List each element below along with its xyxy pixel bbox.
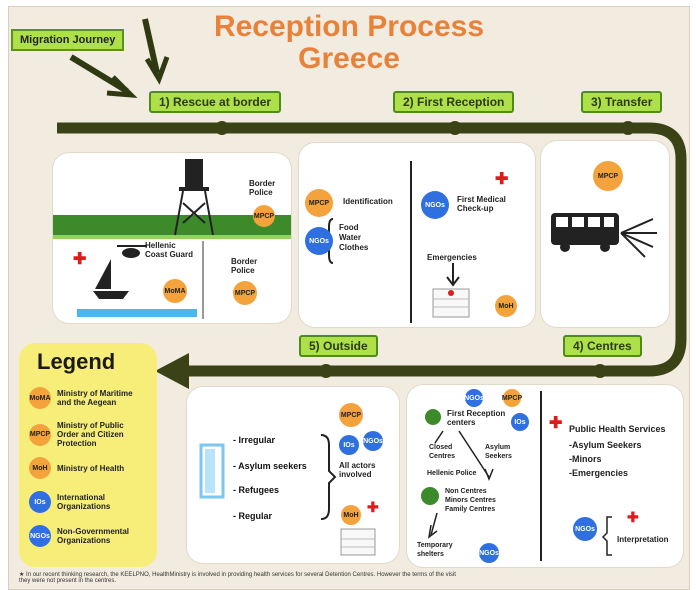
asylum-seekers-label: Asylum Seekers <box>485 444 512 460</box>
journey-track <box>57 18 687 389</box>
moma-badge: MoMA <box>163 279 187 303</box>
mpcp-badge: MPCP <box>502 389 522 407</box>
mpcp-badge-bottom: MPCP <box>233 281 257 305</box>
temporary-shelters-label: Temporary shelters <box>417 542 453 558</box>
stage-5-tag: 5) Outside <box>299 335 378 357</box>
ph-item-asylum: -Asylum Seekers <box>569 440 642 450</box>
coast-guard-label: Hellenic Coast Guard <box>145 241 194 259</box>
coast-scene <box>53 159 291 319</box>
mpcp-badge-top: MPCP <box>253 205 275 227</box>
stage-1-tag: 1) Rescue at border <box>149 91 282 113</box>
outside-item-asylum: - Asylum seekers <box>233 461 307 471</box>
title-line-2: Greece <box>298 42 400 75</box>
red-cross-icon: ✚ <box>367 499 379 515</box>
legend-text-ios: International Organizations <box>57 493 111 511</box>
ph-item-emergencies: -Emergencies <box>569 468 629 478</box>
title-line-1: Reception Process <box>213 10 485 43</box>
stage-4-tag: 4) Centres <box>563 335 642 357</box>
green-badge-centres <box>421 487 439 505</box>
first-reception-centres-label: First Reception centers <box>447 409 506 427</box>
legend-text-ngos: Non-Governmental Organizations <box>57 527 130 545</box>
all-actors-label: All actors involved <box>339 461 376 479</box>
ngos-badge-shelters: NGOs <box>479 543 499 563</box>
food-label: Food <box>339 223 359 232</box>
panel-4-graphics <box>427 391 612 561</box>
panel-outside: - Irregular - Asylum seekers - Refugees … <box>187 387 399 563</box>
footnote: ★ In our recent thinking research, the K… <box>19 572 456 584</box>
interpretation-label: Interpretation <box>617 535 669 544</box>
red-cross-icon: ✚ <box>73 251 87 268</box>
ngos-badge: NGOs <box>363 431 383 451</box>
ios-badge: IOs <box>511 413 529 431</box>
legend-badge-mpcp: MPCP <box>29 423 51 446</box>
legend-text-mpcp: Ministry of Public Order and Citizen Pro… <box>57 421 124 448</box>
panel-rescue-at-border: ✚ Border Police MPCP Hellenic Coast Guar… <box>53 153 291 323</box>
legend-badge-ios: IOs <box>29 491 51 513</box>
legend-badge-ngos: NGOs <box>29 525 51 547</box>
non-centres-label: Non Centres Minors Centres Family Centre… <box>445 488 496 513</box>
ngos-badge-top: NGOs <box>464 389 484 407</box>
ngos-badge: NGOs <box>305 227 333 255</box>
legend-item-ios: IOs International Organizations <box>29 491 137 513</box>
legend-badge-moh: MoH <box>29 457 51 479</box>
panel-first-reception: MPCP Identification NGOs Food Water Clot… <box>299 143 535 327</box>
first-medical-label: First Medical Check-up <box>457 195 506 213</box>
infographic-poster: Reception Process Greece Migration Journ… <box>8 6 690 590</box>
identification-label: Identification <box>343 197 393 206</box>
bus-icon <box>551 213 657 258</box>
mpcp-badge: MPCP <box>593 161 623 191</box>
outside-item-regular: - Regular <box>233 511 273 521</box>
legend-panel: Legend MoMA Ministry of Maritime and the… <box>19 343 157 567</box>
ph-item-minors: -Minors <box>569 454 602 464</box>
red-cross-icon: ✚ <box>549 415 563 432</box>
green-badge-first-reception <box>425 409 441 425</box>
ngos-badge-medical: NGOs <box>421 191 449 219</box>
moh-badge: MoH <box>495 295 517 317</box>
stage-3-tag: 3) Transfer <box>581 91 663 113</box>
clothes-label: Clothes <box>339 243 369 252</box>
legend-badge-moma: MoMA <box>29 387 51 409</box>
legend-item-mpcp: MPCP Ministry of Public Order and Citize… <box>29 421 137 448</box>
panel-transfer: MPCP <box>541 141 669 327</box>
legend-item-ngos: NGOs Non-Governmental Organizations <box>29 525 137 547</box>
mpcp-badge: MPCP <box>339 403 363 427</box>
moh-badge: MoH <box>341 505 361 525</box>
panel-centres: NGOs MPCP First Reception centers IOs Cl… <box>407 385 683 567</box>
panel-5-graphics <box>199 434 376 556</box>
legend-text-moma: Ministry of Maritime and the Aegean <box>57 389 133 407</box>
legend-item-moh: MoH Ministry of Health <box>29 457 137 479</box>
hellenic-police-label: Hellenic Police <box>427 470 477 477</box>
ios-badge: IOs <box>339 435 359 455</box>
legend-title: Legend <box>37 349 116 374</box>
border-police-bottom-label: Border Police <box>231 257 258 275</box>
outside-item-irregular: - Irregular <box>233 435 276 445</box>
emergencies-label: Emergencies <box>427 253 477 262</box>
mpcp-badge: MPCP <box>305 189 333 217</box>
public-health-label: Public Health Services <box>569 424 666 434</box>
migration-journey-label: Migration Journey <box>11 29 125 51</box>
legend-item-moma: MoMA Ministry of Maritime and the Aegean <box>29 387 137 409</box>
poster-title: Reception Process Greece <box>189 11 509 75</box>
closed-centres-label: Closed Centres <box>429 444 456 460</box>
outside-item-refugees: - Refugees <box>233 485 280 495</box>
stage-2-tag: 2) First Reception <box>393 91 515 113</box>
red-cross-icon: ✚ <box>495 171 509 188</box>
border-police-top-label: Border Police <box>249 179 276 197</box>
red-cross-icon-2: ✚ <box>627 509 639 525</box>
ngos-badge-interpretation: NGOs <box>573 517 597 541</box>
water-label: Water <box>339 233 361 242</box>
legend-text-moh: Ministry of Health <box>57 463 125 473</box>
